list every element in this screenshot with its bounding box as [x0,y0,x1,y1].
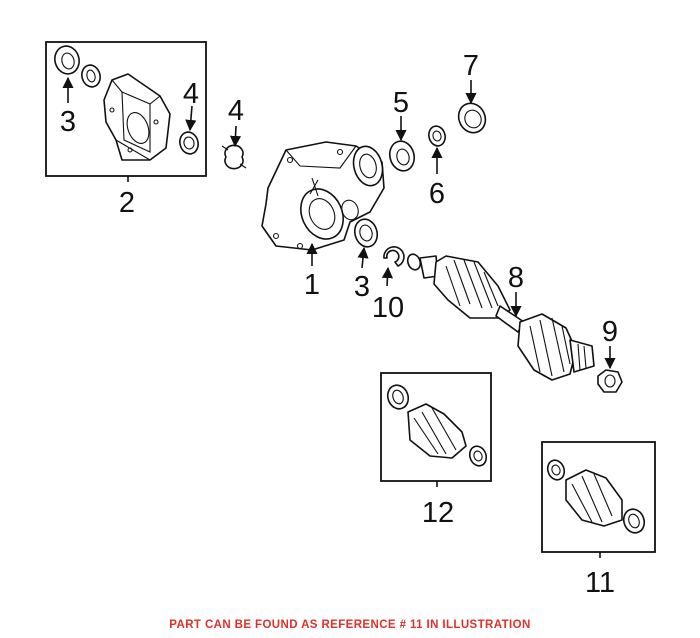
callout-7: 7 [463,50,479,82]
callout-9: 9 [602,316,618,348]
differential-housing-1 [261,141,385,251]
leader-3 [357,246,369,269]
seal-ring-3-box [54,45,80,75]
callout-11: 11 [585,567,615,599]
callout-box-11 [541,441,656,553]
housing-cover-2 [103,73,171,161]
leader-10 [381,266,394,287]
footer-note: PART CAN BE FOUND AS REFERENCE # 11 IN I… [169,619,531,631]
seal-3 [353,218,379,248]
snap-ring-6 [428,125,446,147]
callout-3: 3 [354,271,370,303]
callout-5: 5 [393,87,409,119]
callout-box-2 [45,41,207,177]
bearing-ring-box [81,64,101,88]
seal-7 [457,102,487,134]
hose-clamp-4 [221,144,247,170]
callout-1: 1 [304,269,320,301]
circlip-10 [383,246,405,267]
clamp-ring-box [179,131,199,155]
callout-8: 8 [508,262,524,294]
axle-shaft-8 [406,253,595,381]
callout-2: 2 [119,187,135,219]
callout-4: 4 [228,95,244,127]
seal-5 [388,140,416,172]
callout-6: 6 [429,178,445,210]
callout-4-box: 4 [183,78,199,110]
axle-nut-9 [597,369,623,393]
callout-10: 10 [372,292,404,324]
boot-kit-12 [386,384,488,467]
callout-box-12 [380,372,492,482]
callout-3-box: 3 [60,106,76,138]
boot-kit-11 [546,459,646,534]
leader-4-box [185,105,197,132]
leader-4 [229,125,242,148]
callout-12: 12 [422,497,454,529]
